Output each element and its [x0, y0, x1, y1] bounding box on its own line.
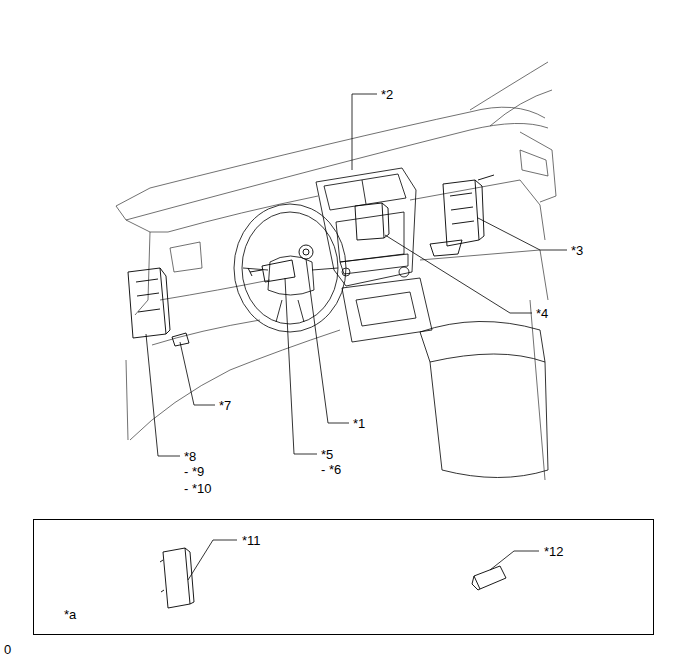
callout-number: *a: [64, 607, 76, 622]
callout-number: *5: [321, 447, 333, 462]
callout-number: *12: [544, 544, 564, 559]
callout-number: *11: [242, 533, 261, 548]
leader-lines: [146, 94, 567, 580]
callout-number: *4: [536, 306, 548, 321]
interior-outline: [116, 62, 556, 480]
callout-number: - *10: [184, 481, 211, 496]
steering-wheel: [234, 204, 346, 332]
callout-number: - *6: [321, 462, 341, 477]
callout-number: 0: [4, 642, 11, 657]
center-stack: [316, 168, 432, 342]
component-shapes: [128, 175, 494, 346]
callout-number: *1: [353, 416, 365, 431]
seat-armrest: [420, 321, 548, 477]
inset-parts: [160, 548, 506, 608]
callout-number: *7: [219, 398, 231, 413]
callout-number: - *9: [184, 464, 204, 479]
callout-number: *2: [381, 87, 393, 102]
callout-number: *3: [571, 243, 583, 258]
callout-number: *8: [184, 449, 196, 464]
inset-box: *11 *12 *a: [33, 519, 654, 635]
